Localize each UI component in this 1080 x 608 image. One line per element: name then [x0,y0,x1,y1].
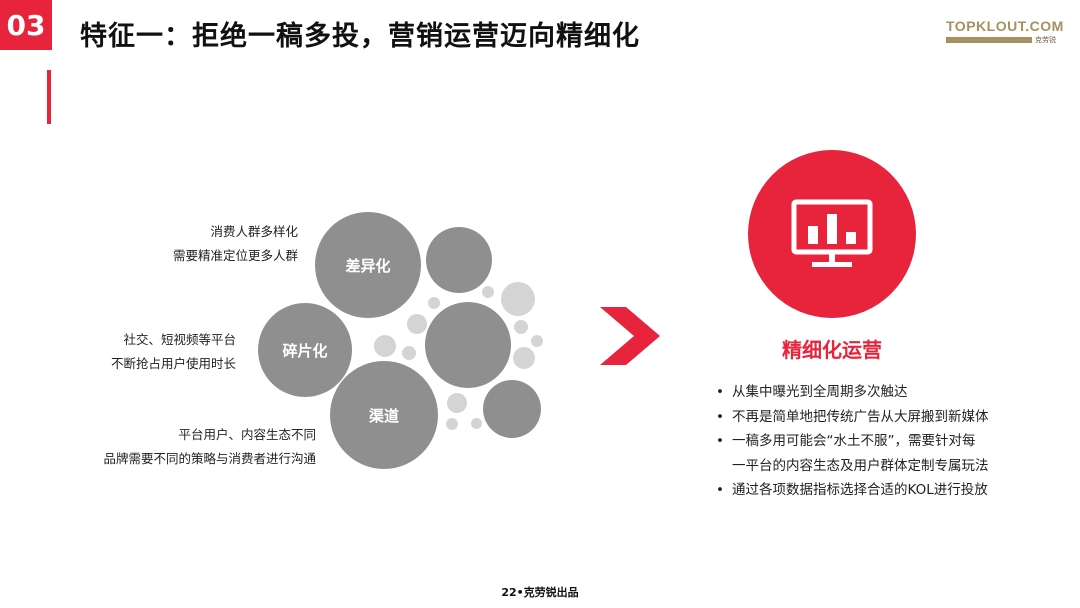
decor-bubble [501,282,535,316]
decor-bubble [425,302,511,388]
decor-bubble [426,227,492,293]
chevron-right-icon [600,307,660,365]
caption-line: 消费人群多样化 [210,224,298,239]
section-number: 03 [6,8,46,42]
bullet-text-continued: 一平台的内容生态及用户群体定制专属玩法 [732,457,989,474]
list-item: •一稿多用可能会“水土不服”，需要针对每一平台的内容生态及用户群体定制专属玩法 [714,429,989,478]
bubble-channel: 渠道 [330,361,438,469]
caption-line: 品牌需要不同的策略与消费者进行沟通 [103,451,316,466]
section-number-badge: 03 [0,0,52,50]
decor-bubble [407,314,427,334]
ops-icon-circle [748,150,916,318]
decor-bubble [428,297,440,309]
bubble-label: 差异化 [345,256,391,275]
bullet-text: 通过各项数据指标选择合适的KOL进行投放 [732,482,988,498]
logo-text: TOPKLOUT.COM [946,18,1064,34]
page-title: 特征一：拒绝一稿多投，营销运营迈向精细化 [80,21,640,52]
accent-vertical-bar [47,70,51,124]
decor-bubble [446,418,458,430]
bullet-text: 不再是简单地把传统广告从大屏搬到新媒体 [732,408,989,425]
decor-bubble [513,347,535,369]
list-item: •从集中曝光到全周期多次触达 [716,384,908,400]
monitor-chart-icon [791,199,873,267]
decor-bubble [447,393,467,413]
logo-cn-text: 克劳锐 [1035,36,1056,44]
bullet-text: 从集中曝光到全周期多次触达 [732,384,908,400]
decor-bubble [374,335,396,357]
caption-channel: 平台用户、内容生态不同 品牌需要不同的策略与消费者进行沟通 [103,423,316,471]
caption-line: 社交、短视频等平台 [123,332,236,347]
chevron-shape [600,307,660,365]
caption-differentiation: 消费人群多样化 需要精准定位更多人群 [173,220,298,268]
bullet-text: 一稿多用可能会“水土不服”，需要针对每 [732,433,976,449]
bubble-label: 碎片化 [282,341,328,360]
decor-bubble [402,346,416,360]
footer-text: 22•克劳锐出品 [501,586,579,599]
bubble-label: 渠道 [368,406,399,425]
decor-bubble [514,320,528,334]
list-item: •通过各项数据指标选择合适的KOL进行投放 [716,482,988,498]
logo-strip [946,37,1032,43]
bubble-differentiation: 差异化 [315,212,421,318]
caption-line: 不断抢占用户使用时长 [110,356,236,371]
logo-subline: 克劳锐 [946,35,1064,45]
decor-bubble [482,286,494,298]
caption-line: 平台用户、内容生态不同 [178,427,316,442]
ops-bullet-list: •从集中曝光到全周期多次触达 •不再是简单地把传统广告从大屏搬到新媒体 •一稿多… [714,380,989,503]
caption-line: 需要精准定位更多人群 [172,248,298,263]
caption-fragmentation: 社交、短视频等平台 不断抢占用户使用时长 [111,328,236,376]
ops-title: 精细化运营 [782,338,882,362]
decor-bubble [483,380,541,438]
bubble-fragmentation: 碎片化 [258,303,352,397]
decor-bubble [531,335,543,347]
decor-bubble [471,418,482,429]
brand-logo: TOPKLOUT.COM 克劳锐 [946,18,1064,48]
list-item: •不再是简单地把传统广告从大屏搬到新媒体 [716,408,989,425]
